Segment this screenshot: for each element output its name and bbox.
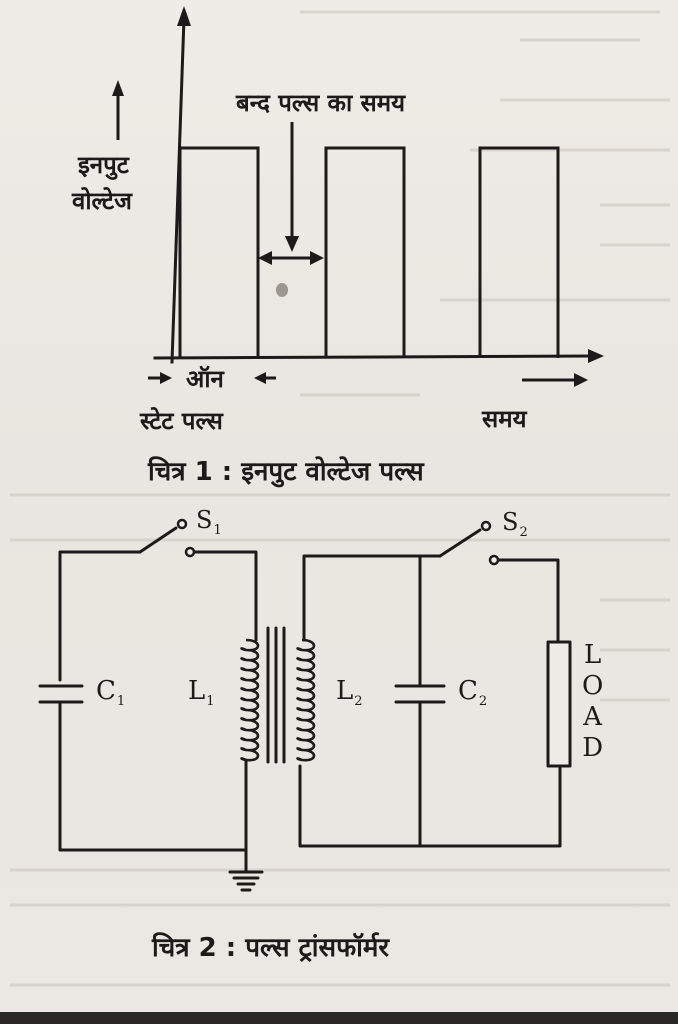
switch2-label: S2 (502, 508, 528, 540)
voltage-up-arrow-head (112, 80, 124, 96)
y-axis-label-line1: इनपुट (78, 151, 129, 179)
on-label-line1: ऑन (186, 365, 224, 393)
load-letter: L (584, 640, 602, 670)
y-axis (170, 16, 186, 364)
load-letter: A (583, 702, 603, 732)
capacitor1-label: C1 (96, 676, 126, 709)
x-axis-label: समय (482, 405, 527, 433)
pulse-3 (478, 146, 560, 358)
pulse-1 (178, 146, 260, 358)
inductor2-label: L2 (336, 676, 363, 709)
x-axis-arrowhead (588, 349, 604, 363)
switch1-label: S1 (196, 506, 222, 538)
load-letter: D (582, 733, 604, 763)
on-label-line2: स्टेट पल्स (140, 407, 223, 435)
off-time-label: बन्द पल्स का समय (236, 89, 406, 117)
load-label: L O A D (582, 640, 603, 764)
figure1-caption: चित्र 1 : इनपुट वोल्टेज पल्स (148, 457, 424, 487)
y-axis-label-line2: वोल्टेज (72, 187, 132, 215)
page-bottom-edge (0, 1012, 678, 1024)
x-axis (153, 354, 594, 360)
ink-smudge (276, 283, 288, 297)
on-time-span-markers (148, 372, 276, 384)
capacitor2-label: C2 (458, 676, 488, 709)
pulse-waveform-figure (112, 6, 604, 387)
pulse-2 (324, 146, 406, 358)
time-direction-arrow (522, 373, 588, 387)
figure2-caption: चित्र 2 : पल्स ट्रांसफॉर्मर (152, 933, 390, 963)
inductor1-label: L1 (188, 676, 215, 709)
load-letter: O (582, 671, 604, 701)
y-axis-arrowhead (177, 6, 191, 26)
off-time-span-arrow (258, 251, 324, 265)
